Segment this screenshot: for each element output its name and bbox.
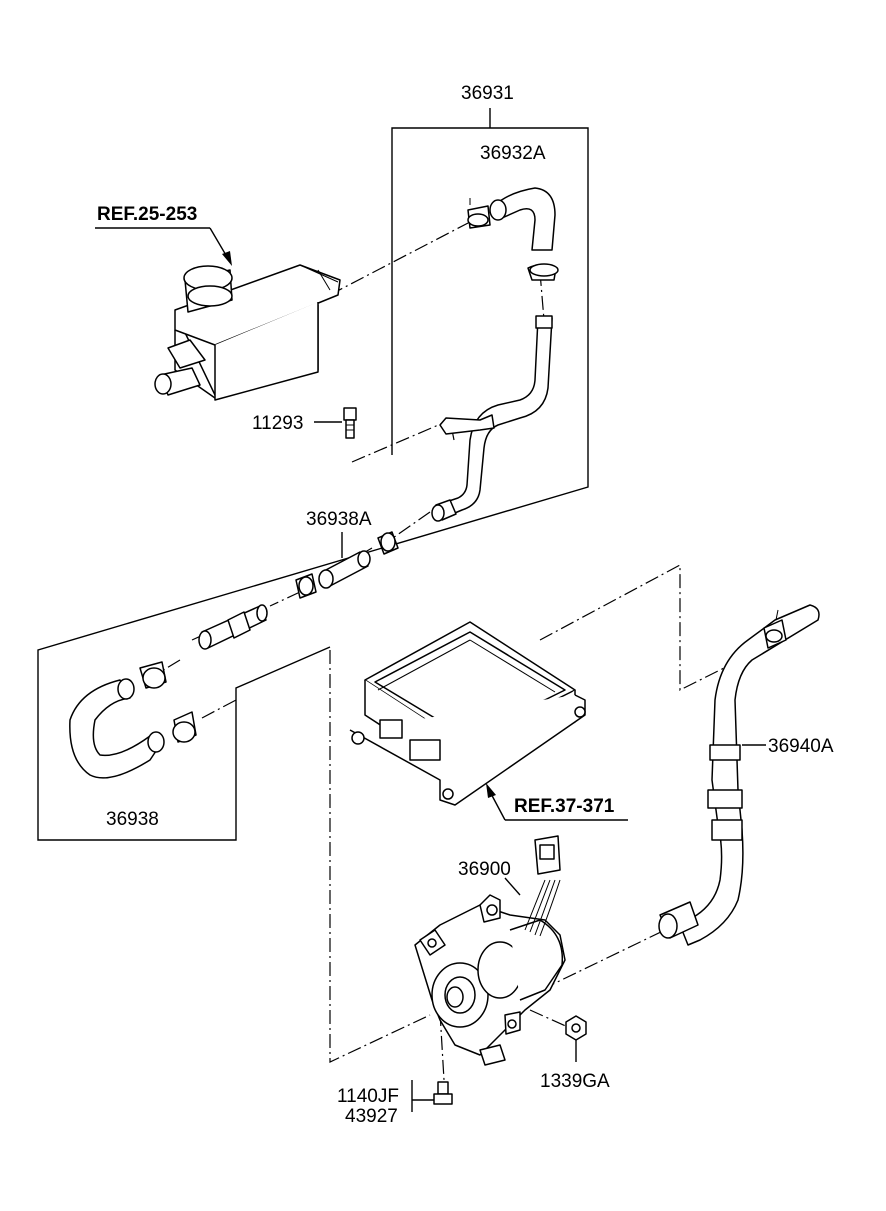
connector-pipe	[198, 604, 268, 650]
pump-bolt	[411, 1080, 453, 1112]
reservoir-tank	[154, 264, 341, 401]
label-lower-hose: 36938	[106, 809, 159, 830]
middle-hose	[295, 531, 399, 599]
label-middle-hose: 36938A	[306, 509, 372, 530]
label-assembly: 36931	[461, 83, 514, 104]
inverter-ref-leader	[486, 783, 628, 821]
lower-hose	[69, 661, 197, 779]
reservoir-ref-leader	[95, 227, 232, 266]
assembly-frame	[37, 108, 589, 841]
label-upper-hose: 36932A	[480, 143, 546, 164]
label-bolt: 11293	[252, 413, 303, 434]
pump-leader	[504, 877, 521, 896]
label-reservoir-ref: REF.25-253	[97, 204, 197, 225]
label-inverter-ref: REF.37-371	[514, 796, 615, 817]
label-pump: 36900	[458, 859, 511, 880]
inverter-unit	[349, 621, 586, 806]
upper-hose	[467, 187, 559, 281]
label-return-hose: 36940A	[768, 736, 834, 757]
nut-1339ga	[565, 1015, 587, 1062]
bolt-11293	[314, 407, 357, 439]
label-nut: 1339GA	[540, 1071, 610, 1092]
label-pump-bolt-a: 1140JF	[337, 1086, 399, 1107]
return-hose	[658, 604, 820, 946]
metal-pipe	[431, 315, 553, 522]
water-pump	[414, 835, 566, 1066]
label-pump-bolt-b: 43927	[345, 1106, 398, 1127]
